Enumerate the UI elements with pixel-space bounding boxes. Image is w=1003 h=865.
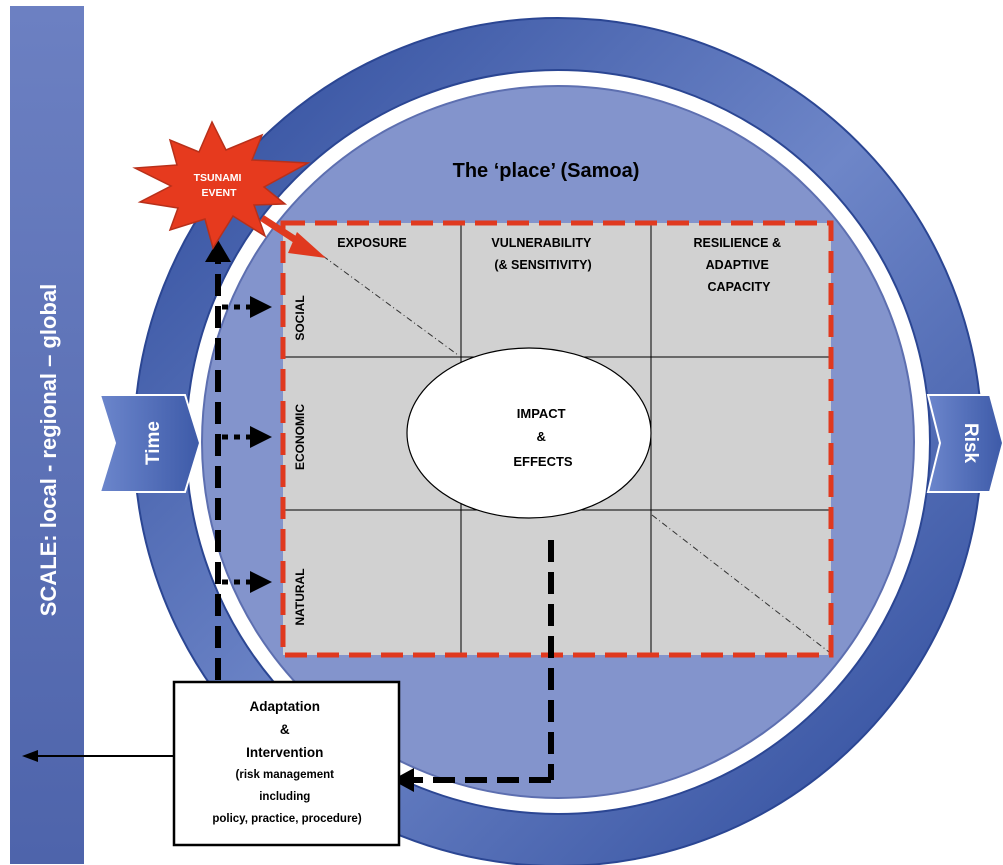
place-title: The ‘place’ (Samoa) (453, 160, 640, 182)
adaptation-title: Adaptation & Intervention (risk manageme… (212, 698, 362, 825)
scale-bar: SCALE: local - regional – global (10, 6, 84, 864)
risk-arrow: Risk (926, 394, 1003, 493)
adaptation-box: Adaptation & Intervention (risk manageme… (172, 680, 401, 847)
column-header-exposure: EXPOSURE (337, 236, 406, 250)
column-header-vulnerability: VULNERABILITY (& SENSITIVITY) (491, 236, 594, 272)
impact-ellipse: IMPACT & EFFECTS (406, 347, 652, 519)
row-label-natural: NATURAL (293, 568, 307, 625)
tsunami-label: TSUNAMI EVENT (194, 172, 245, 199)
time-arrow: Time (98, 394, 202, 493)
column-header-resilience: RESILIENCE & ADAPTIVE CAPACITY (694, 236, 785, 294)
row-arrows (222, 296, 272, 593)
feedback-dashed-connector (392, 540, 554, 792)
row-label-economic: ECONOMIC (293, 404, 307, 470)
scale-label: SCALE: local - regional – global (36, 284, 61, 617)
left-connector-arrowhead (205, 240, 231, 262)
risk-label: Risk (960, 423, 981, 464)
grid-dashed-border (280, 220, 834, 658)
tsunami-event-star: TSUNAMI EVENT (132, 120, 311, 250)
tsunami-impact-arrow (260, 215, 326, 258)
row-label-social: SOCIAL (293, 295, 307, 340)
time-label: Time (143, 421, 164, 465)
impact-label: IMPACT & EFFECTS (513, 406, 573, 469)
